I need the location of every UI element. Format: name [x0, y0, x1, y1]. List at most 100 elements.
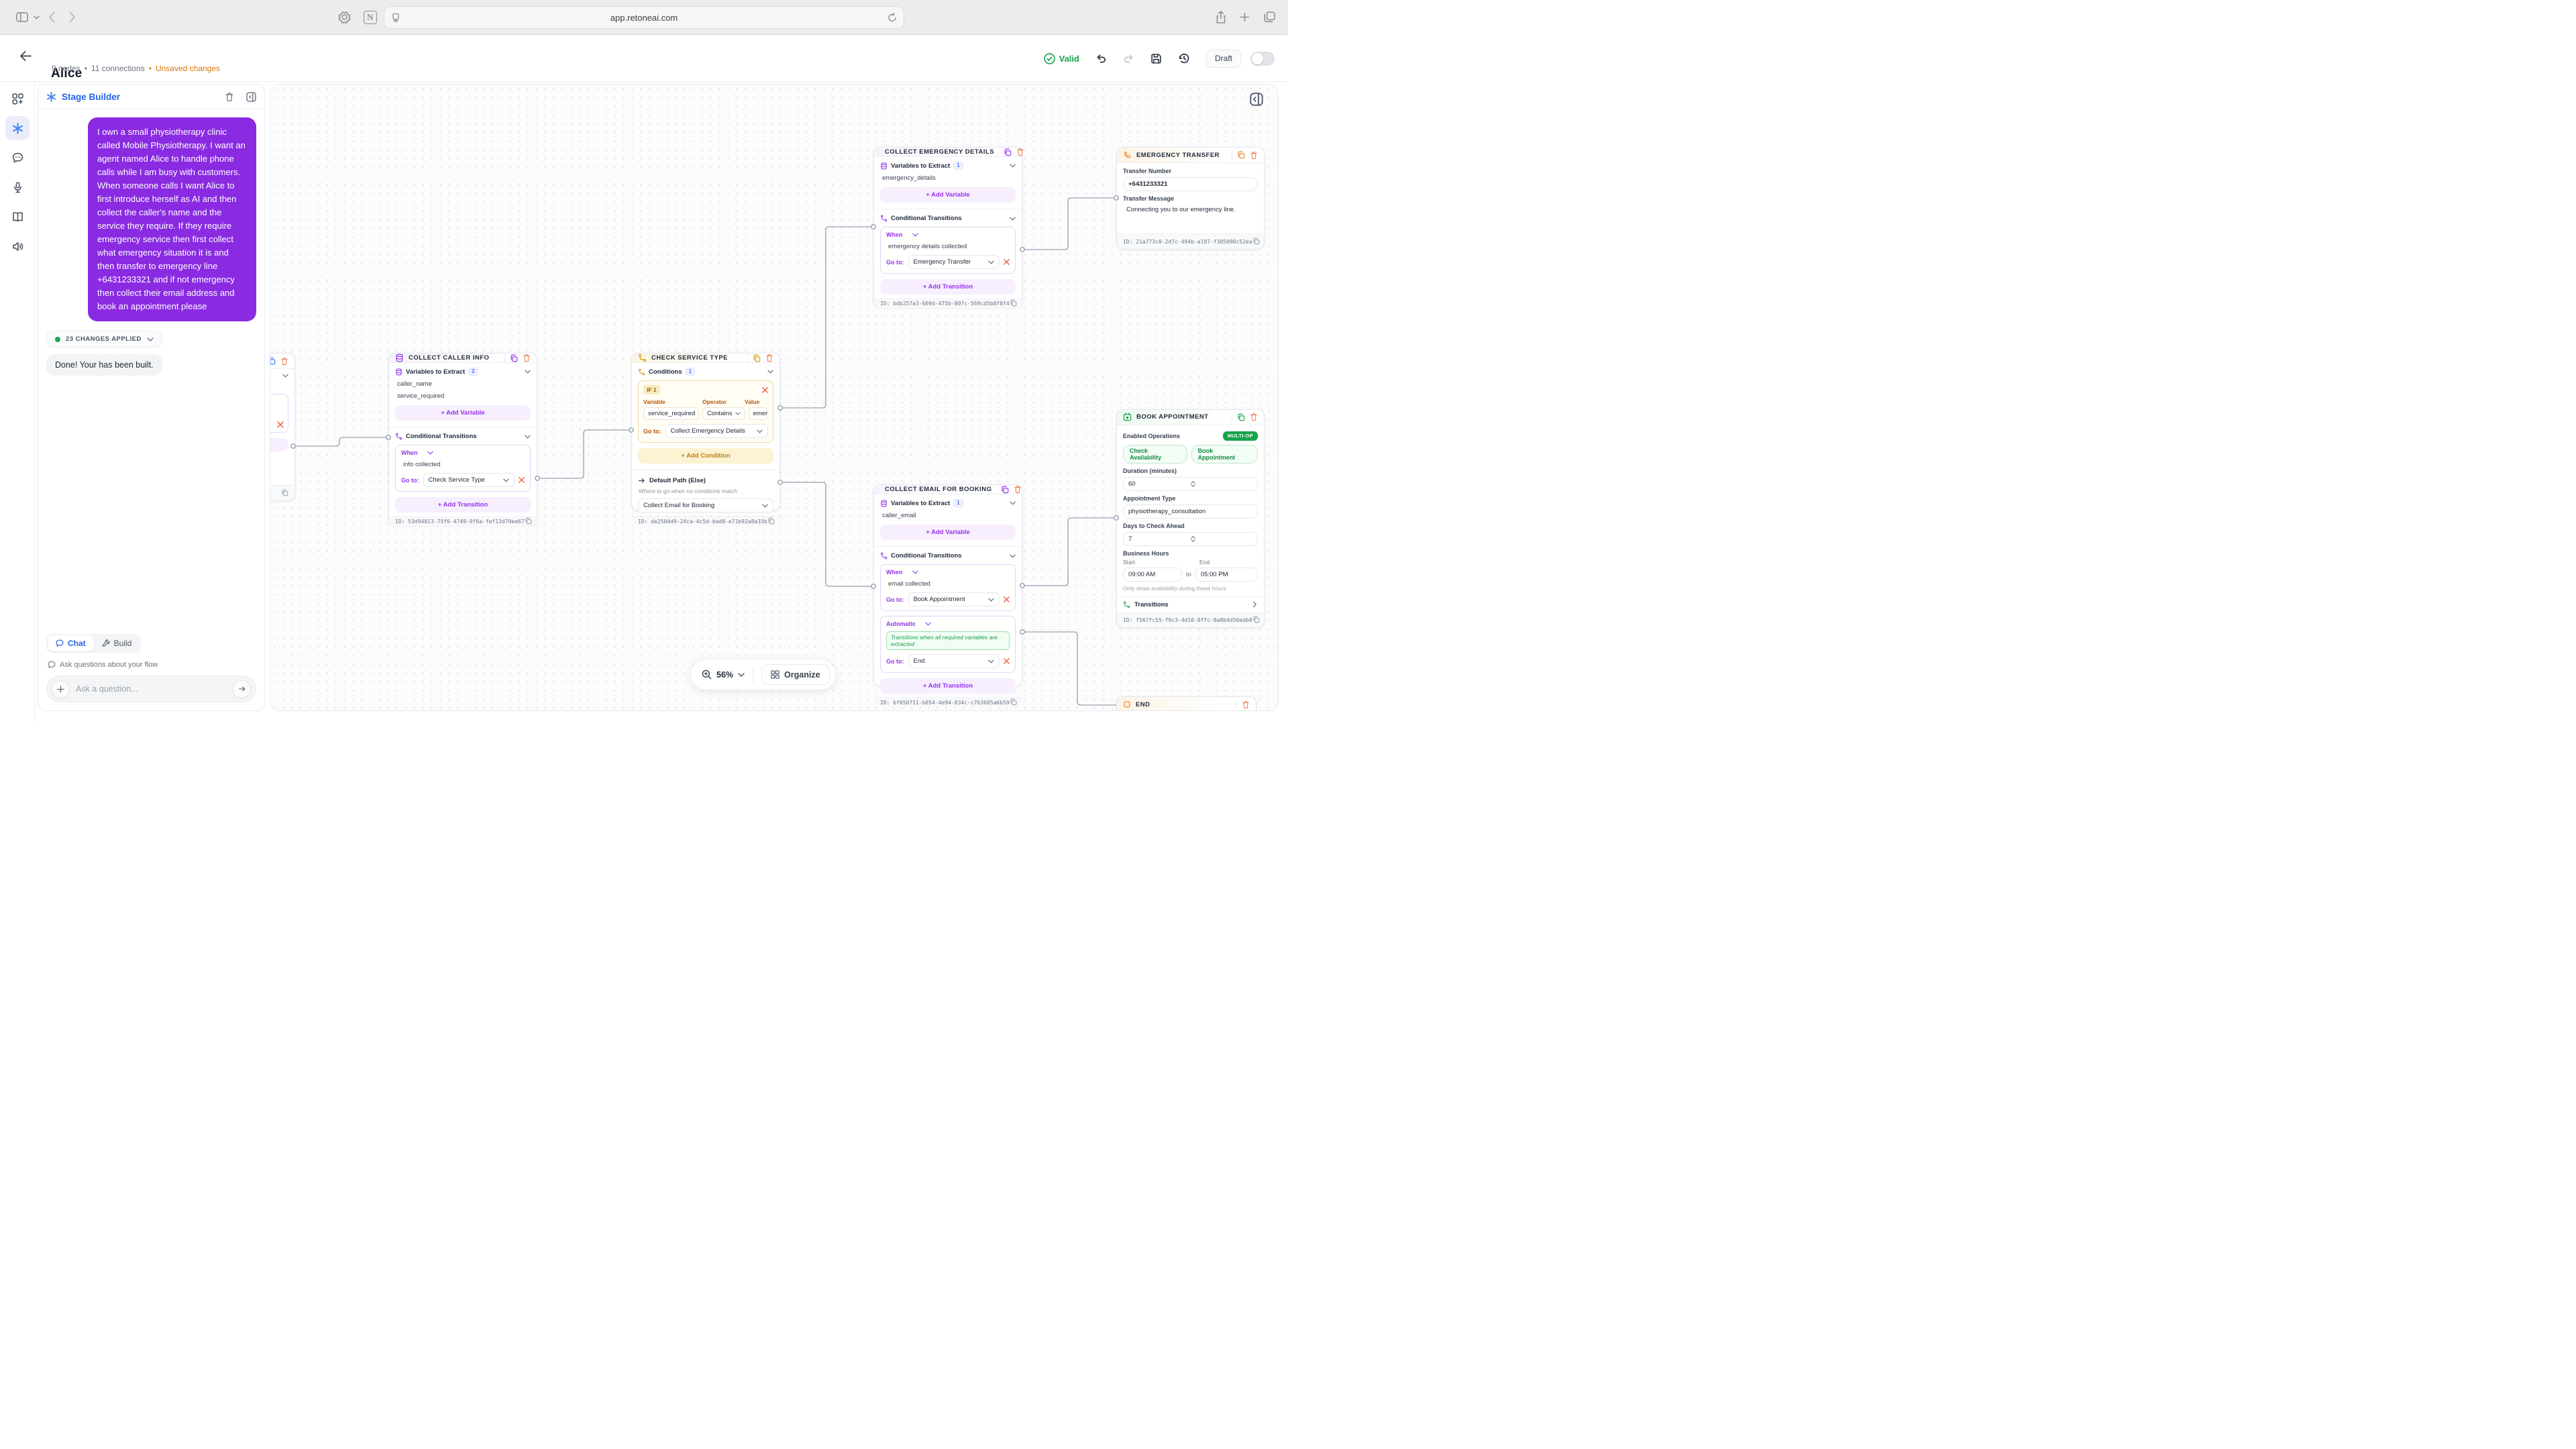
notion-extension-icon[interactable]: N [364, 10, 377, 24]
settings-gear-icon[interactable] [338, 11, 351, 23]
redo-button[interactable] [1123, 53, 1134, 64]
when-label[interactable]: When [886, 231, 903, 238]
stepper-icon[interactable] [1190, 535, 1253, 542]
browser-forward-icon[interactable] [68, 11, 76, 23]
tabs-overview-icon[interactable] [1264, 11, 1275, 23]
operation-pill[interactable]: Check Availability [1123, 444, 1187, 464]
remove-transition-icon[interactable] [1004, 658, 1010, 664]
condition-operator-select[interactable]: Contains [702, 407, 745, 420]
copy-node-icon[interactable] [270, 357, 276, 365]
transitions-collapsed-row[interactable]: Transitions [1123, 601, 1258, 608]
node-introduction-partial[interactable] [270, 353, 295, 501]
appointment-type-input[interactable]: physiotherapy_consultation [1123, 504, 1258, 519]
node-end[interactable]: END [1116, 696, 1256, 710]
days-ahead-input[interactable]: 7 [1123, 531, 1258, 546]
goto-target-select[interactable]: Check Service Type [423, 473, 515, 487]
delete-node-icon[interactable] [1014, 485, 1022, 494]
question-input[interactable]: Ask a question... [46, 676, 256, 702]
transfer-number-input[interactable]: +6431233321 [1123, 177, 1258, 191]
copy-node-icon[interactable] [753, 354, 761, 362]
node-collect-emergency-details[interactable]: COLLECT EMERGENCY DETAILS Variables to E… [873, 147, 1024, 308]
remove-condition-icon[interactable] [762, 386, 768, 393]
url-bar[interactable]: app.retoneai.com [384, 6, 904, 29]
rail-item-audio[interactable] [5, 234, 30, 258]
reload-icon[interactable] [888, 12, 897, 23]
add-transition-button[interactable]: + Add Transition [880, 279, 1016, 294]
rail-item-stage-builder[interactable] [5, 116, 30, 140]
tab-build[interactable]: Build [94, 635, 140, 651]
automatic-label[interactable]: Automatic [886, 621, 916, 627]
remove-transition-icon[interactable] [1004, 259, 1010, 265]
copy-node-icon[interactable] [1237, 413, 1245, 421]
send-button[interactable] [233, 680, 251, 698]
copy-node-icon[interactable] [1004, 148, 1012, 156]
start-time-input[interactable]: 09:00 AM [1123, 567, 1182, 582]
copy-id-icon[interactable] [1010, 698, 1017, 707]
goto-target-select[interactable]: Emergency Transfer [908, 255, 1000, 269]
share-icon[interactable] [1216, 11, 1226, 23]
delete-node-icon[interactable] [765, 354, 773, 362]
when-label[interactable]: When [401, 449, 418, 456]
delete-node-icon[interactable] [523, 354, 531, 362]
delete-node-icon[interactable] [1016, 148, 1024, 156]
copy-id-icon[interactable] [1252, 616, 1260, 625]
copy-id-icon[interactable] [525, 517, 532, 526]
node-book-appointment[interactable]: BOOK APPOINTMENT Enabled Operations MULT… [1116, 409, 1265, 628]
copy-id-icon[interactable] [1252, 237, 1260, 246]
transfer-message-text[interactable]: Connecting you to our emergency line. [1126, 206, 1236, 213]
node-emergency-transfer[interactable]: EMERGENCY TRANSFER Transfer Number +6431… [1116, 147, 1265, 250]
browser-back-icon[interactable] [48, 11, 56, 23]
add-condition-button[interactable]: + Add Condition [638, 448, 773, 464]
duration-input[interactable]: 60 [1123, 476, 1258, 491]
operation-pill[interactable]: Book Appointment [1191, 444, 1258, 464]
changes-applied-pill[interactable]: 23 CHANGES APPLIED [46, 331, 162, 347]
copy-id-icon[interactable] [1010, 299, 1017, 308]
add-variable-button[interactable]: + Add Variable [395, 405, 531, 421]
chevron-down-icon[interactable] [34, 15, 40, 19]
end-time-input[interactable]: 05:00 PM [1195, 567, 1258, 582]
copy-id-icon[interactable] [281, 489, 288, 498]
rail-item-nodes[interactable] [5, 87, 30, 111]
goto-target-select[interactable]: Book Appointment [908, 592, 1000, 606]
new-tab-icon[interactable] [1240, 12, 1250, 22]
when-label[interactable]: When [886, 569, 903, 576]
rail-item-chat[interactable] [5, 146, 30, 170]
remove-transition-icon[interactable] [277, 421, 284, 428]
remove-transition-icon[interactable] [519, 477, 525, 483]
tab-chat[interactable]: Chat [48, 635, 94, 651]
back-button[interactable] [20, 51, 32, 64]
organize-button[interactable]: Organize [761, 664, 830, 685]
copy-node-icon[interactable] [1001, 486, 1009, 494]
publish-toggle[interactable] [1250, 51, 1275, 66]
node-collect-email-for-booking[interactable]: COLLECT EMAIL FOR BOOKING Variables to E… [873, 484, 1022, 707]
condition-variable-field[interactable]: service_required [643, 407, 699, 420]
draft-button[interactable]: Draft [1205, 49, 1241, 68]
node-collect-caller-info[interactable]: COLLECT CALLER INFO Variables to Extract… [388, 353, 537, 526]
flow-canvas[interactable]: COLLECT CALLER INFO Variables to Extract… [270, 84, 1279, 711]
delete-node-icon[interactable] [1250, 151, 1258, 160]
add-transition-button[interactable]: + Add Transition [395, 497, 531, 513]
copy-id-icon[interactable] [767, 517, 775, 526]
condition-value-field[interactable]: emergency [748, 407, 768, 420]
zoom-control[interactable]: 56% [702, 669, 745, 680]
attach-plus-button[interactable] [52, 680, 70, 698]
delete-node-icon[interactable] [1250, 413, 1258, 421]
delete-node-icon[interactable] [280, 357, 288, 366]
save-button[interactable] [1150, 53, 1162, 64]
add-transition-button[interactable]: + Add Transition [880, 678, 1016, 694]
rail-item-voice[interactable] [5, 175, 30, 199]
goto-target-select[interactable]: End [908, 654, 1000, 668]
condition-goto-select[interactable]: Collect Emergency Details [665, 424, 768, 438]
delete-node-icon[interactable] [1242, 700, 1250, 709]
add-variable-button[interactable]: + Add Variable [880, 187, 1016, 203]
remove-transition-icon[interactable] [1004, 596, 1010, 602]
history-button[interactable] [1178, 52, 1190, 64]
undo-button[interactable] [1095, 53, 1107, 64]
sidebar-toggle-icon[interactable] [16, 12, 28, 22]
default-path-select[interactable]: Collect Email for Booking [638, 498, 773, 513]
stepper-icon[interactable] [1190, 480, 1253, 487]
clear-chat-trash-icon[interactable] [225, 92, 234, 102]
add-transition-button[interactable] [270, 438, 288, 451]
rail-item-knowledge[interactable] [5, 205, 30, 229]
add-variable-button[interactable]: + Add Variable [880, 525, 1016, 540]
